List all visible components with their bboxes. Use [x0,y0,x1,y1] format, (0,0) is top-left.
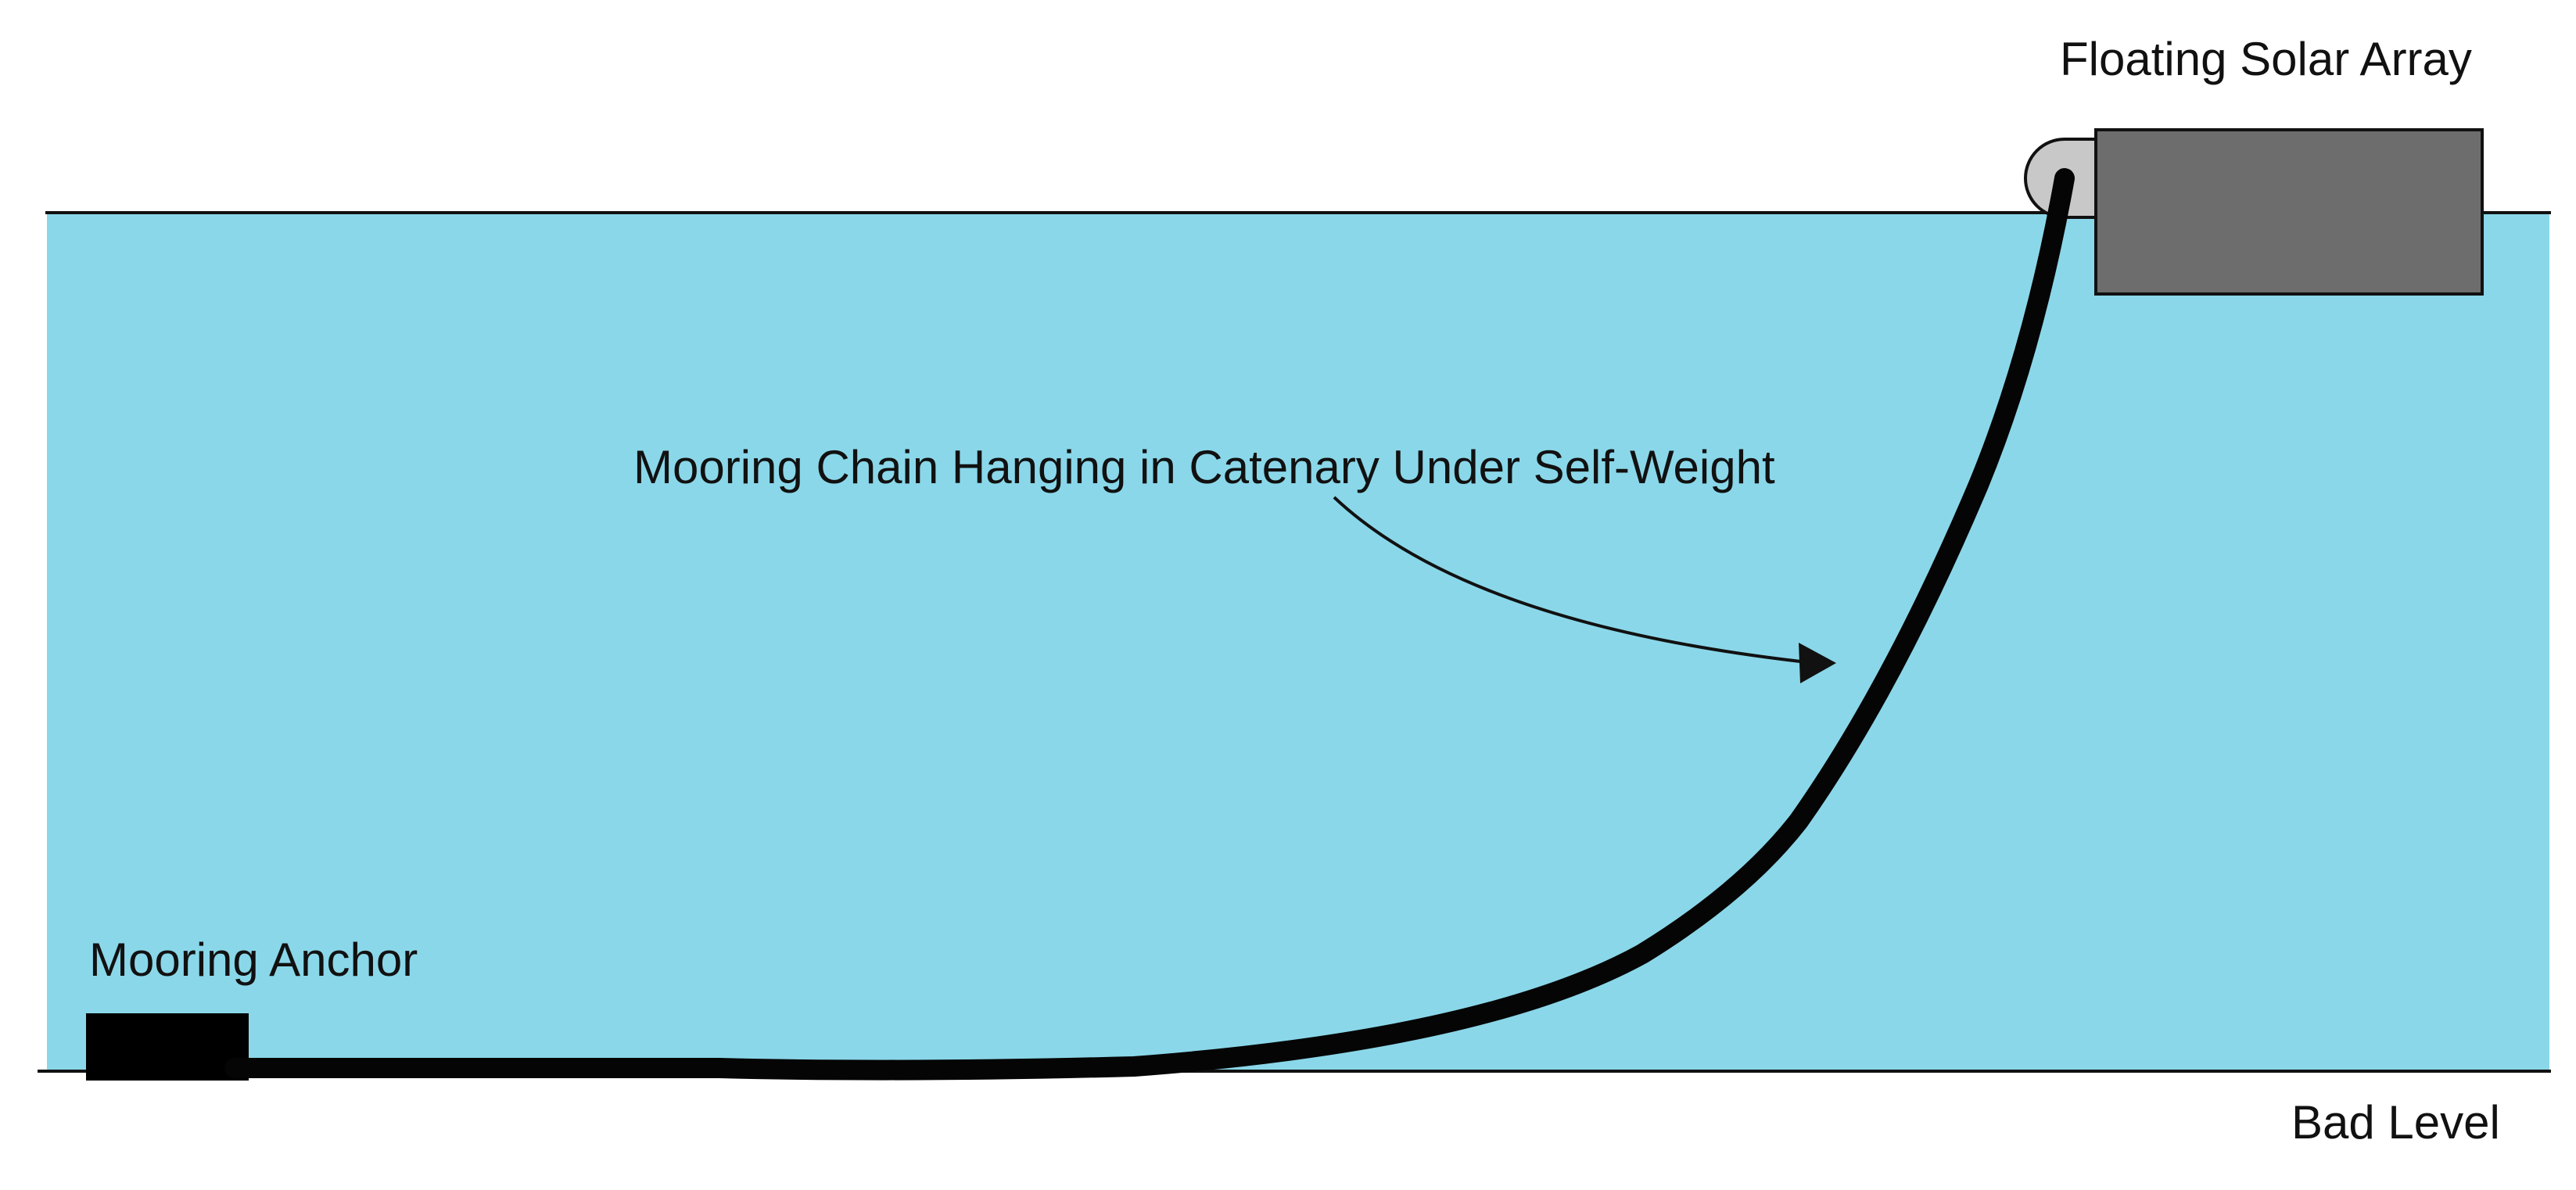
mooring-chain [224,168,2075,1081]
floating-solar-array [2094,128,2484,296]
mooring-anchor-label: Mooring Anchor [89,934,418,986]
water-body [47,213,2549,1071]
mooring-anchor-block [86,1013,249,1081]
annotation-arrow-line [1333,496,1815,665]
mooring-chain-label: Mooring Chain Hanging in Catenary Under … [633,441,1775,493]
floating-solar-array-label: Floating Solar Array [2060,33,2472,85]
annotation-arrowhead [1799,643,1836,683]
seabed-level-label: Bad Level [2291,1096,2500,1149]
